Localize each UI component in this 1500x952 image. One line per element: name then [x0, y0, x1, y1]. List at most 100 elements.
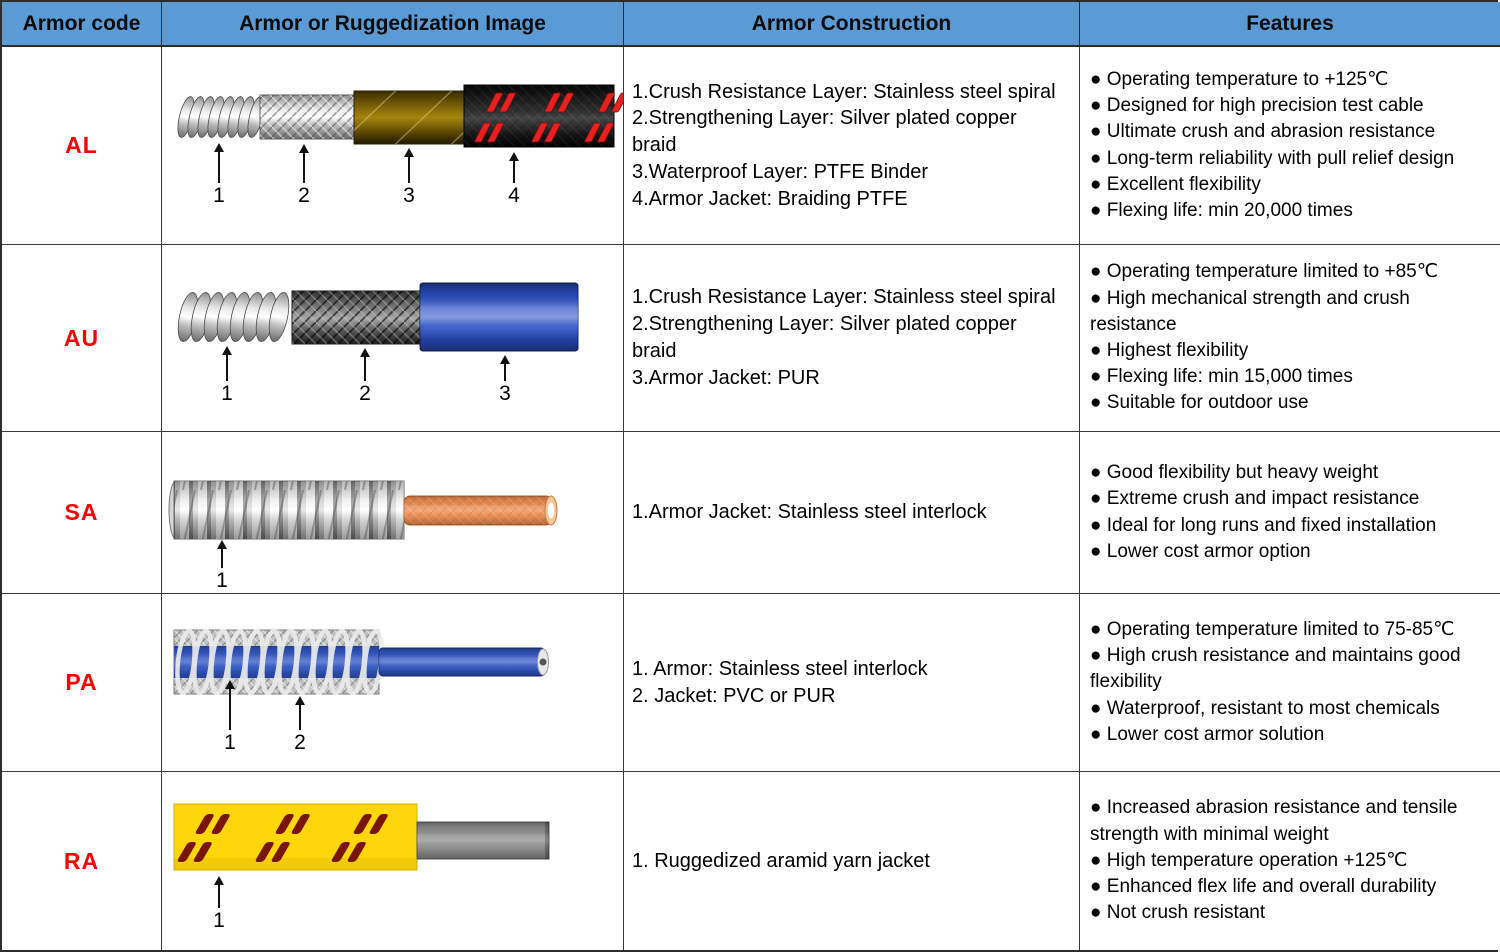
features-cell-sa: Good flexibility but heavy weight Extrem…: [1080, 432, 1500, 594]
up-arrow-icon: [402, 148, 416, 183]
construction-cell-sa: 1.Armor Jacket: Stainless steel interloc…: [624, 432, 1080, 594]
armor-code-cell-al: AL: [2, 47, 162, 245]
callout-1: 1: [215, 680, 245, 753]
up-arrow-icon: [212, 143, 226, 183]
armor-code-label: AU: [63, 324, 100, 351]
armor-code-cell-sa: SA: [2, 432, 162, 594]
callout-3: 3: [490, 355, 520, 404]
feature-item: Long-term reliability with pull relief d…: [1090, 146, 1496, 172]
callout-1: 1: [207, 540, 237, 591]
callout-1: 1: [204, 876, 234, 931]
pa-cable-illustration: [173, 628, 549, 696]
red-marks: [177, 814, 388, 862]
armor-code-label: AL: [65, 132, 98, 158]
cable-image-cell-au: 1 2 3: [162, 245, 624, 432]
col-header-armor-code: Armor code: [2, 2, 162, 47]
callout-number: 1: [224, 731, 236, 754]
col-header-image: Armor or Ruggedization Image: [162, 2, 624, 47]
up-arrow-icon: [220, 346, 234, 381]
feature-item: Suitable for outdoor use: [1090, 390, 1496, 416]
armor-code-cell-au: AU: [2, 245, 162, 432]
blue-jacket-segment: [378, 647, 549, 677]
feature-item: Good flexibility but heavy weight: [1090, 460, 1496, 486]
ra-cable-illustration: [173, 803, 550, 871]
construction-line: 1. Armor: Stainless steel interlock: [632, 657, 928, 680]
cable-image-cell-sa: 1: [162, 432, 624, 594]
feature-item: Lower cost armor option: [1090, 539, 1496, 565]
construction-line: 2.Strengthening Layer: Silver plated cop…: [632, 313, 1017, 362]
cable-image-cell-pa: 1 2: [162, 594, 624, 772]
construction-line: 1.Armor Jacket: Stainless steel interloc…: [632, 501, 987, 524]
spiral-wire-overlay: [175, 628, 384, 696]
cable-image-cell-al: 1 2 3 4: [162, 47, 624, 245]
construction-line: 4.Armor Jacket: Braiding PTFE: [632, 187, 908, 210]
armor-code-label: RA: [63, 847, 100, 874]
up-arrow-icon: [297, 144, 311, 183]
construction-line: 1.Crush Resistance Layer: Stainless stee…: [632, 286, 1056, 309]
col-header-features: Features: [1080, 2, 1500, 47]
feature-item: Increased abrasion resistance and tensil…: [1090, 795, 1496, 847]
up-arrow-icon: [293, 696, 307, 730]
callout-4: 4: [499, 152, 529, 206]
armor-code-cell-ra: RA: [2, 772, 162, 950]
feature-item: High temperature operation +125℃: [1090, 848, 1496, 874]
construction-cell-au: 1.Crush Resistance Layer: Stainless stee…: [624, 245, 1080, 432]
interlock-armor-segment: [168, 480, 405, 540]
al-cable-illustration: [177, 84, 623, 148]
feature-item: Ultimate crush and abrasion resistance: [1090, 119, 1496, 145]
feature-item: Operating temperature limited to 75-85℃: [1090, 617, 1496, 643]
callout-2: 2: [285, 696, 315, 753]
callout-number: 1: [213, 909, 225, 932]
feature-item: Operating temperature to +125℃: [1090, 67, 1496, 93]
feature-item: High mechanical strength and crush resis…: [1090, 286, 1496, 338]
armor-code-label: SA: [64, 499, 99, 525]
callout-2: 2: [289, 144, 319, 206]
construction-line: 2.Strengthening Layer: Silver plated cop…: [632, 107, 1017, 157]
up-arrow-icon: [223, 680, 237, 730]
ptfe-binder-segment: [353, 90, 465, 145]
features-cell-al: Operating temperature to +125℃ Designed …: [1080, 47, 1500, 245]
callout-3: 3: [394, 148, 424, 206]
feature-item: Waterproof, resistant to most chemicals: [1090, 696, 1496, 722]
feature-item: Enhanced flex life and overall durabilit…: [1090, 874, 1496, 900]
construction-line: 3.Armor Jacket: PUR: [632, 366, 820, 389]
au-cable-illustration: [177, 282, 579, 352]
aramid-jacket-segment: [173, 803, 418, 871]
cable-image-cell-ra: 1: [162, 772, 624, 950]
features-cell-ra: Increased abrasion resistance and tensil…: [1080, 772, 1500, 950]
feature-item: High crush resistance and maintains good…: [1090, 643, 1496, 695]
black-jacket-segment: [463, 84, 623, 148]
up-arrow-icon: [507, 152, 521, 183]
feature-item: Operating temperature limited to +85℃: [1090, 259, 1496, 285]
callout-number: 2: [298, 184, 310, 207]
interlock-armor-segment: [173, 628, 384, 696]
callout-number: 1: [216, 569, 228, 592]
feature-item: Excellent flexibility: [1090, 172, 1496, 198]
feature-item: Not crush resistant: [1090, 900, 1496, 926]
construction-line: 3.Waterproof Layer: PTFE Binder: [632, 160, 929, 183]
callout-number: 4: [508, 184, 520, 207]
construction-line: 1. Ruggedized aramid yarn jacket: [632, 849, 930, 872]
orange-cable-segment: [403, 495, 558, 526]
callout-2: 2: [350, 348, 380, 404]
feature-item: Extreme crush and impact resistance: [1090, 486, 1496, 512]
up-arrow-icon: [358, 348, 372, 381]
callout-number: 1: [221, 382, 233, 405]
callout-number: 2: [294, 731, 306, 754]
construction-line: 1.Crush Resistance Layer: Stainless stee…: [632, 80, 1056, 103]
construction-cell-pa: 1. Armor: Stainless steel interlock 2. J…: [624, 594, 1080, 772]
callout-1: 1: [204, 143, 234, 206]
construction-line: 2. Jacket: PVC or PUR: [632, 684, 836, 707]
features-cell-pa: Operating temperature limited to 75-85℃ …: [1080, 594, 1500, 772]
callout-number: 3: [499, 382, 511, 405]
gray-cable-segment: [416, 821, 550, 860]
pur-jacket-segment: [419, 282, 579, 352]
construction-cell-ra: 1. Ruggedized aramid yarn jacket: [624, 772, 1080, 950]
feature-item: Highest flexibility: [1090, 338, 1496, 364]
braid-segment: [291, 290, 421, 345]
feature-item: Lower cost armor solution: [1090, 722, 1496, 748]
callout-number: 1: [213, 184, 225, 207]
up-arrow-icon: [498, 355, 512, 381]
